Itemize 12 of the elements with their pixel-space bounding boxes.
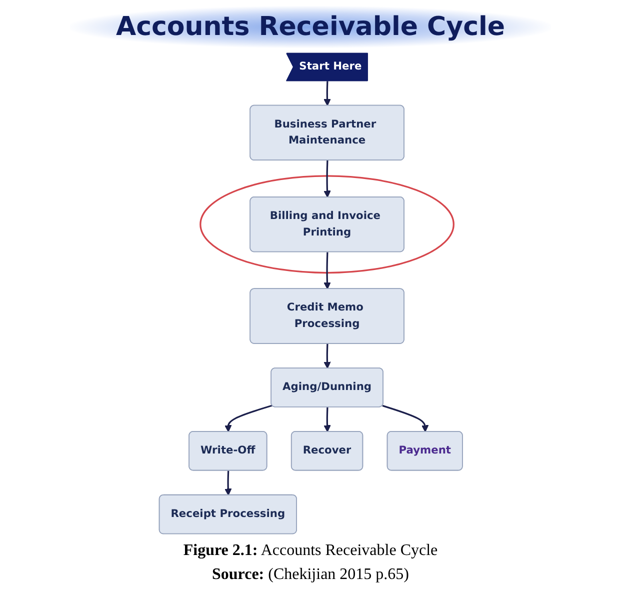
figure-caption: Figure 2.1: Accounts Receivable Cycle xyxy=(183,542,438,560)
arrow xyxy=(382,404,428,432)
source-note: Source: (Chekijian 2015 p.65) xyxy=(212,566,409,584)
arrow xyxy=(323,344,330,369)
arrow xyxy=(323,81,330,106)
arrow xyxy=(323,407,330,432)
cluster xyxy=(199,175,454,274)
diagram-title: Accounts Receivable Cycle xyxy=(70,6,552,48)
arrow xyxy=(323,252,330,290)
arrow xyxy=(224,404,272,432)
arrow xyxy=(224,470,232,496)
arrow xyxy=(323,160,330,198)
